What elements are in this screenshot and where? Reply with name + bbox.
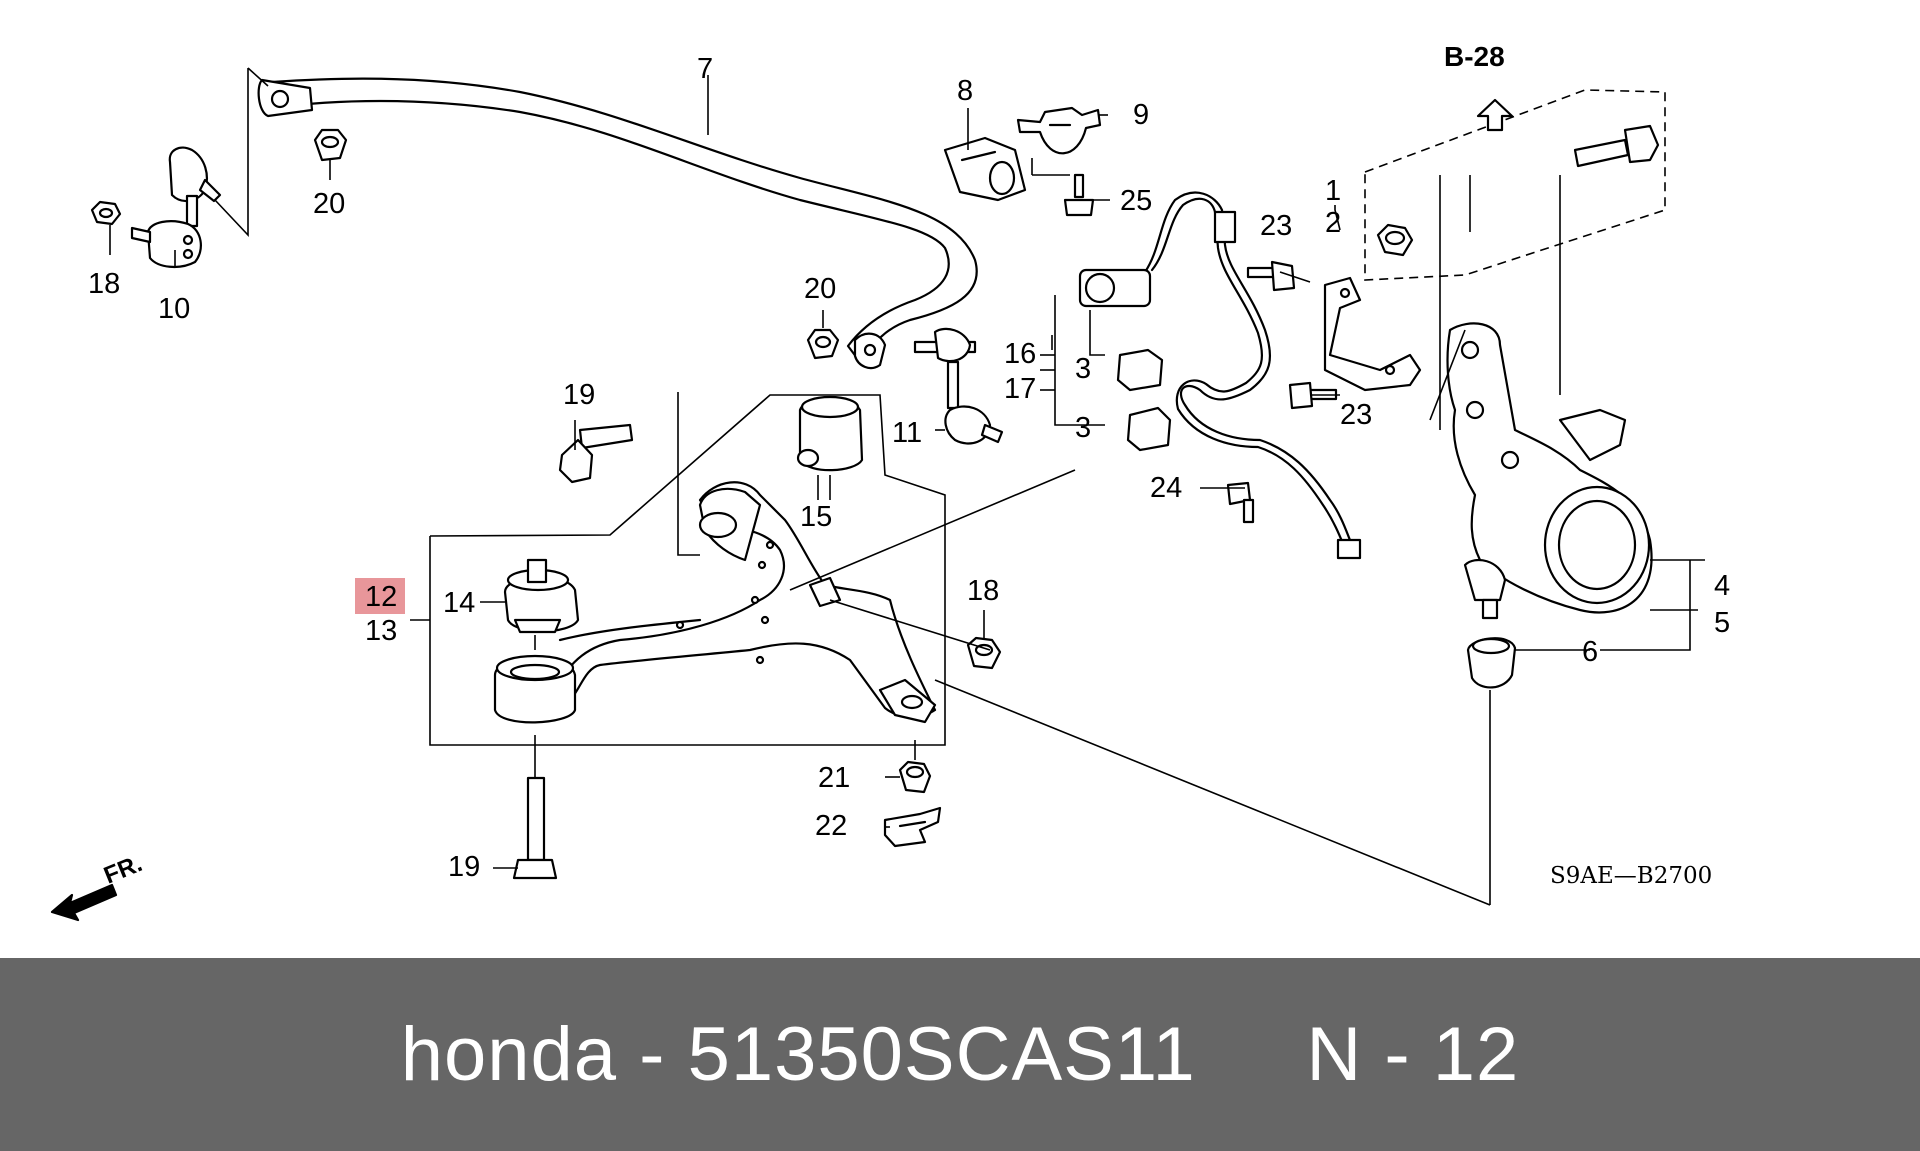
- flange-bolt-19-top: [558, 423, 634, 484]
- stabilizer-link-right: [913, 327, 1004, 445]
- leader-lines: [109, 67, 1705, 906]
- flange-bolt-19-bottom: [512, 776, 558, 880]
- compliance-bushing: [503, 558, 580, 634]
- callout-23-lower[interactable]: 23: [1340, 399, 1372, 431]
- compliance-ring: [493, 654, 577, 724]
- highlight-box: [355, 578, 405, 614]
- flange-nut-left: [90, 200, 122, 226]
- callout-1[interactable]: 1: [1325, 175, 1341, 207]
- flange-nut-20-middle: [806, 328, 840, 360]
- callout-20-top[interactable]: 20: [313, 188, 345, 220]
- callout-4[interactable]: 4: [1714, 570, 1730, 602]
- sensor-clip-lower: [1126, 406, 1172, 452]
- steering-knuckle: [1446, 322, 1653, 620]
- callout-5[interactable]: 5: [1714, 607, 1730, 639]
- front-direction-indicator: FR.: [50, 850, 146, 922]
- section-outline: [1364, 89, 1666, 281]
- flange-nut-18-mid: [966, 636, 1002, 670]
- sensor-clip-upper: [1116, 348, 1164, 392]
- callout-12[interactable]: 12: [365, 581, 397, 613]
- bolt-24: [1226, 481, 1255, 524]
- callout-18-mid[interactable]: 18: [967, 575, 999, 607]
- callout-7[interactable]: 7: [697, 53, 713, 85]
- callout-24[interactable]: 24: [1150, 472, 1182, 504]
- flange-bolt-23-upper: [1246, 260, 1296, 292]
- sensor-bracket: [1323, 276, 1422, 392]
- callout-14[interactable]: 14: [443, 587, 475, 619]
- ball-joint-boot: [1466, 637, 1517, 689]
- callout-25[interactable]: 25: [1120, 185, 1152, 217]
- callout-3-upper[interactable]: 3: [1075, 353, 1091, 385]
- callout-19-bottom[interactable]: 19: [448, 851, 480, 883]
- arm-bushing-15: [796, 395, 864, 472]
- bushing-holder: [1016, 106, 1102, 155]
- callout-13[interactable]: 13: [365, 615, 397, 647]
- drawing-code: S9AE—B2700: [1550, 863, 1712, 889]
- parts-diagram: FR. B-28 S9AE—B2700 12 13 14 15 19 19 18…: [50, 41, 1731, 922]
- callout-11[interactable]: 11: [892, 417, 922, 449]
- callout-21[interactable]: 21: [818, 762, 850, 794]
- callout-20-middle[interactable]: 20: [804, 273, 836, 305]
- lock-plate-22: [883, 806, 942, 848]
- callout-16[interactable]: 16: [1004, 338, 1036, 370]
- callout-18-left[interactable]: 18: [88, 268, 120, 300]
- callout-2[interactable]: 2: [1325, 207, 1341, 239]
- callout-8[interactable]: 8: [957, 75, 973, 107]
- callout-19-top[interactable]: 19: [563, 379, 595, 411]
- front-label: FR.: [100, 850, 146, 890]
- callout-23-upper[interactable]: 23: [1260, 210, 1292, 242]
- flange-bolt-upper-right: [1573, 124, 1660, 168]
- caption-bar: honda - 51350SCAS11 N - 12: [0, 958, 1920, 1151]
- callout-3-lower[interactable]: 3: [1075, 412, 1091, 444]
- flange-nut-upper-right: [1376, 223, 1414, 257]
- callout-22[interactable]: 22: [815, 810, 847, 842]
- stabilizer-bushing: [943, 136, 1027, 202]
- flange-nut-20-top: [313, 128, 348, 162]
- section-reference[interactable]: B-28: [1444, 41, 1505, 72]
- callout-9[interactable]: 9: [1133, 99, 1149, 131]
- self-locking-nut-21: [898, 760, 932, 794]
- flange-bolt-25: [1063, 173, 1095, 217]
- callout-15[interactable]: 15: [800, 501, 832, 533]
- stabilizer-link-left: [130, 146, 222, 268]
- wheel-sensor-harness: [1078, 191, 1362, 560]
- callout-10[interactable]: 10: [158, 293, 190, 325]
- part-caption: honda - 51350SCAS11 N - 12: [400, 1012, 1520, 1097]
- callout-17[interactable]: 17: [1004, 373, 1036, 405]
- section-arrow-icon: [1476, 98, 1514, 132]
- lower-arm: [553, 481, 937, 724]
- callout-6[interactable]: 6: [1582, 636, 1598, 668]
- stabilizer-bar: [257, 77, 978, 370]
- exploded-view-drawing: FR. B-28 S9AE—B2700 12 13 14 15 19 19 18…: [50, 41, 1730, 922]
